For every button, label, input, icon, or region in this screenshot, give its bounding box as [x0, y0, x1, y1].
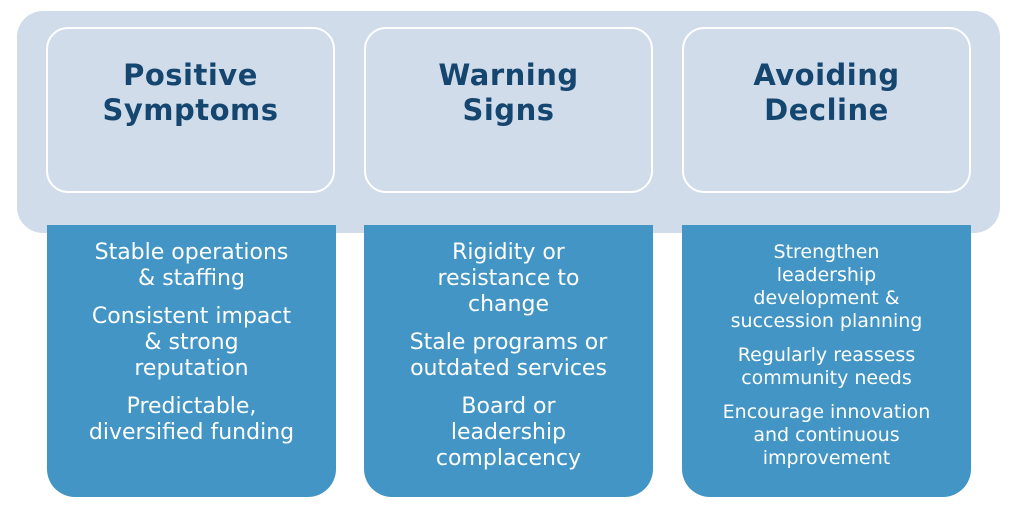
text-line: Consistent impact [91, 304, 292, 329]
text-line: Avoiding [753, 58, 900, 92]
text-line: outdated services [410, 356, 607, 381]
text-line: Decline [764, 93, 889, 127]
text-line: leadership [450, 420, 567, 445]
text-line: diversified funding [88, 420, 295, 445]
list-item: Stable operations& staffing [95, 240, 289, 292]
text-line: Stale programs or [409, 330, 608, 355]
text-line: change [468, 292, 549, 317]
text-line: Strengthen [773, 241, 880, 263]
text-line: development & [753, 287, 900, 309]
text-line: improvement [762, 447, 891, 469]
text-line: & staffing [138, 266, 245, 291]
list-item: Predictable,diversified funding [89, 394, 294, 446]
text-line: Board or [461, 394, 556, 419]
text-line: Warning [438, 58, 579, 92]
text-line: Positive [123, 58, 258, 92]
text-line: succession planning [730, 310, 923, 332]
text-line: Symptoms [102, 93, 279, 127]
text-line: community needs [741, 367, 912, 389]
text-line: resistance to [437, 266, 580, 291]
text-line: Signs [462, 93, 555, 127]
text-line: Predictable, [126, 394, 257, 419]
text-line: complacency [435, 446, 582, 471]
text-line: Rigidity or [452, 240, 565, 265]
text-line: leadership [776, 264, 877, 286]
text-line: Encourage innovation [722, 401, 931, 423]
text-line: Stable operations [94, 240, 289, 265]
top-banner-background [17, 11, 1000, 233]
text-line: reputation [134, 356, 249, 381]
text-line: Regularly reassess [737, 344, 916, 366]
text-line: and continuous [753, 424, 900, 446]
text-line: & strong [144, 330, 239, 355]
